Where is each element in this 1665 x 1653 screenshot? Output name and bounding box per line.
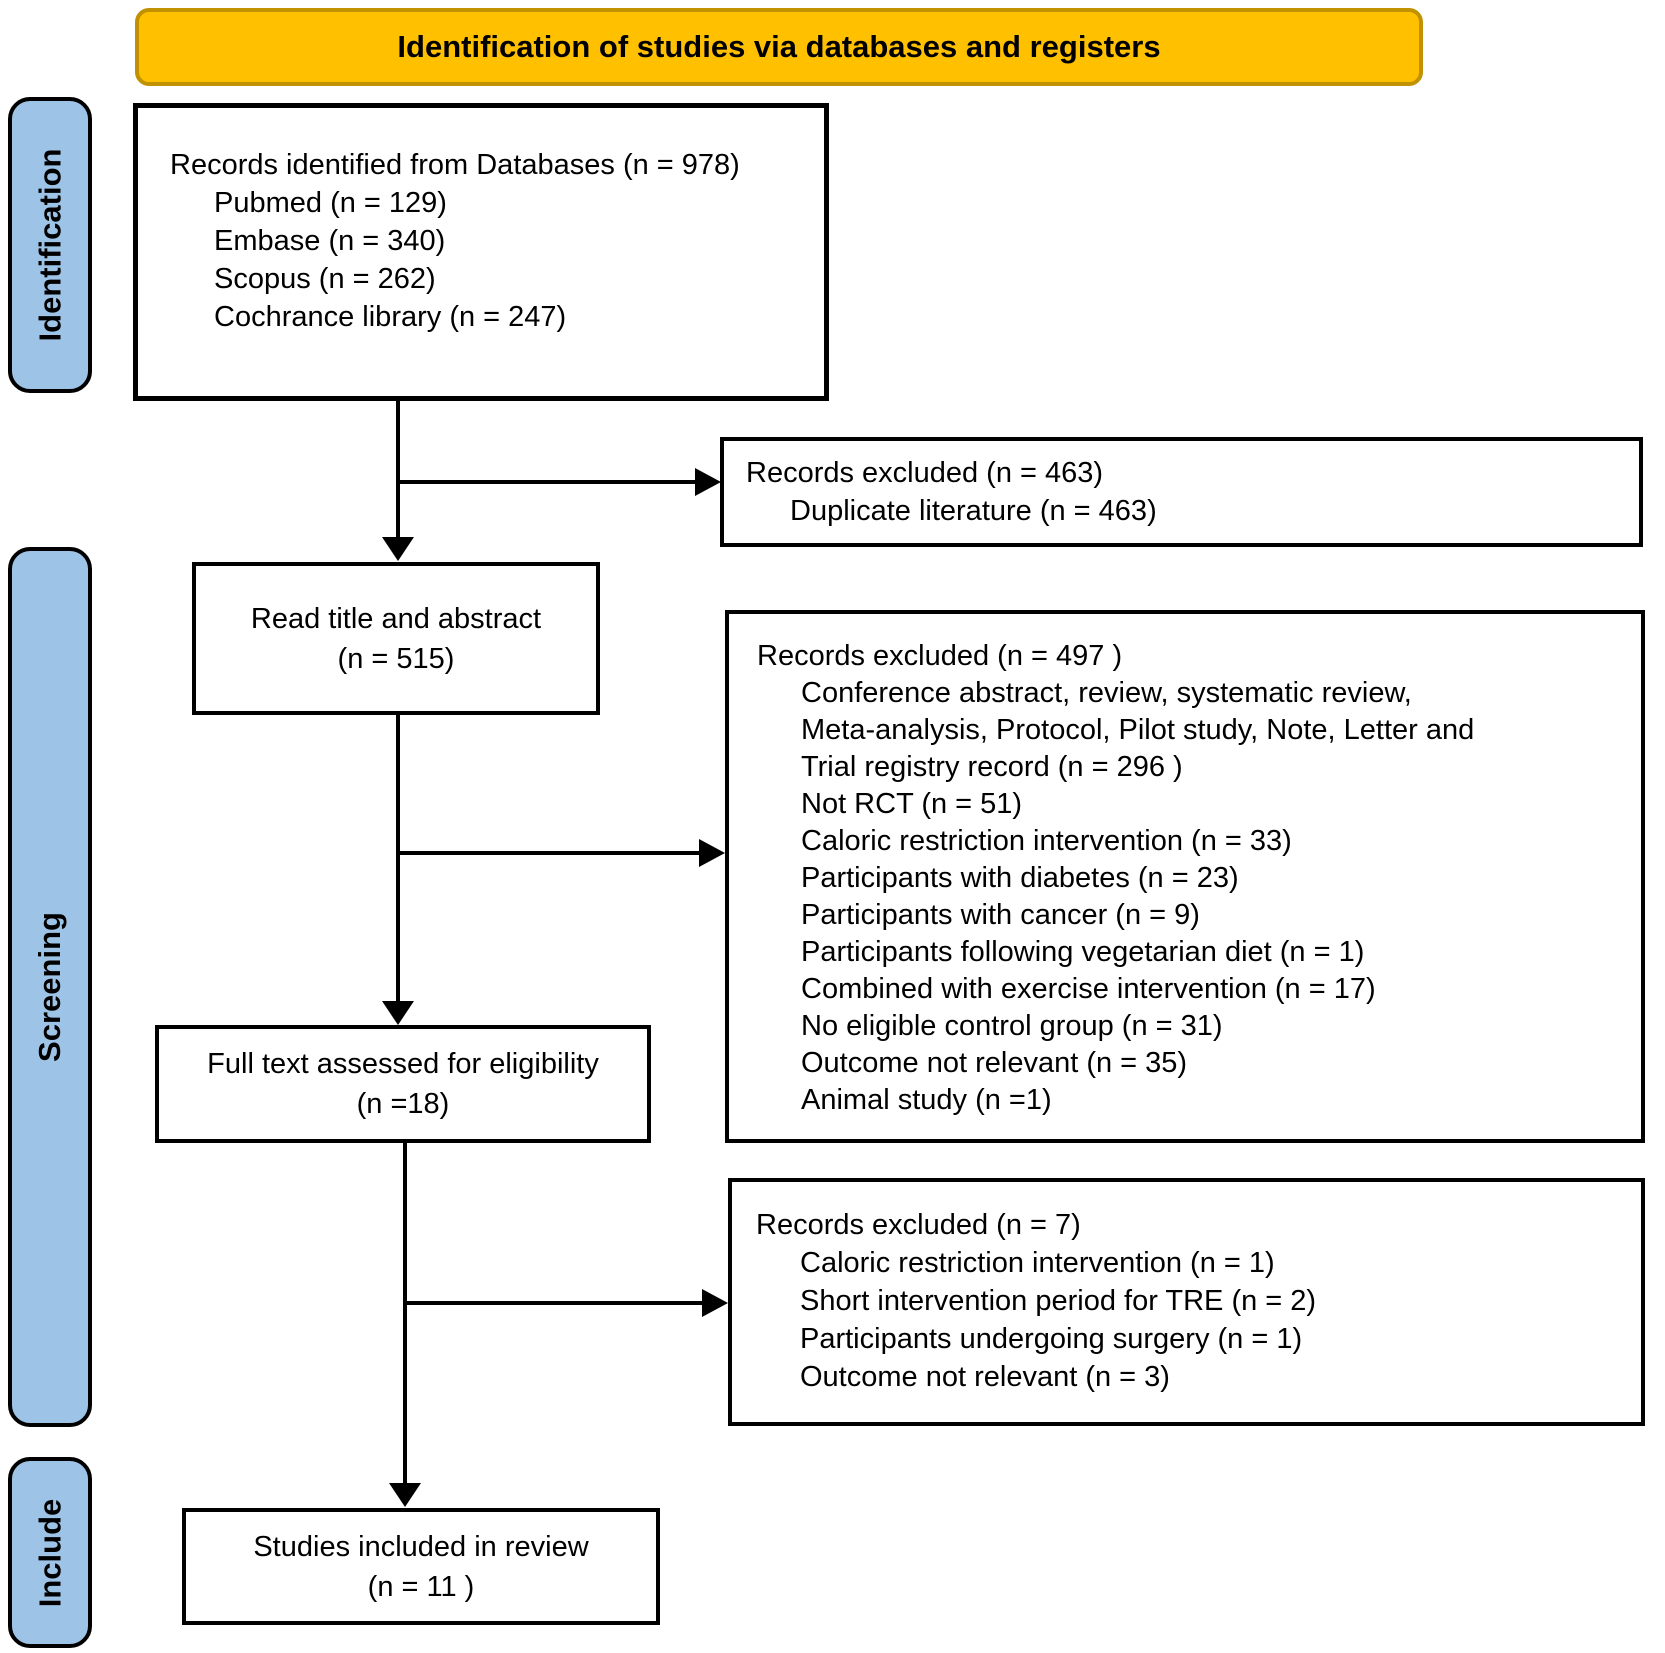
stage-identification-label: Identification — [32, 148, 68, 342]
ft-excluded-surgery: Participants undergoing surgery (n = 1) — [800, 1323, 1303, 1355]
database-count-cochrane: Cochrance library (n = 247) — [214, 301, 567, 333]
connector-title-abstract-down — [396, 713, 400, 1003]
connector-full-text-down — [403, 1141, 407, 1485]
excluded-reason-diabetes: Participants with diabetes (n = 23) — [801, 862, 1239, 894]
arrowhead-to-full-text-exclusions — [702, 1289, 728, 1317]
connector-to-screening-exclusions — [398, 851, 700, 855]
excluded-reason-no-control: No eligible control group (n = 31) — [801, 1010, 1223, 1042]
title-abstract-box: Read title and abstract (n = 515) — [192, 562, 600, 715]
arrowhead-to-duplicates — [695, 468, 721, 496]
database-count-scopus: Scopus (n = 262) — [214, 263, 436, 295]
connector-to-duplicates — [398, 480, 696, 484]
ft-excluded-short-period: Short intervention period for TRE (n = 2… — [800, 1285, 1317, 1317]
excluded-duplicates-title: Records excluded (n = 463) — [746, 457, 1104, 489]
excluded-screening-title: Records excluded (n = 497 ) — [757, 640, 1123, 672]
ft-excluded-caloric-restriction: Caloric restriction intervention (n = 1) — [800, 1247, 1275, 1279]
excluded-reason-outcome: Outcome not relevant (n = 35) — [801, 1047, 1188, 1079]
excluded-reason-exercise: Combined with exercise intervention (n =… — [801, 973, 1376, 1005]
stage-include-label: Include — [32, 1498, 68, 1607]
excluded-reason-vegetarian: Participants following vegetarian diet (… — [801, 936, 1365, 968]
excluded-reason-publication-types: Conference abstract, review, systematic … — [801, 677, 1475, 783]
stage-identification: Identification — [8, 97, 92, 393]
excluded-reason-caloric-restriction: Caloric restriction intervention (n = 33… — [801, 825, 1292, 857]
studies-included-box: Studies included in review (n = 11 ) — [182, 1508, 660, 1625]
connector-to-full-text-exclusions — [405, 1301, 703, 1305]
arrowhead-to-title-abstract — [382, 537, 414, 561]
excluded-reason-cancer: Participants with cancer (n = 9) — [801, 899, 1200, 931]
records-excluded-duplicates-box: Records excluded (n = 463) Duplicate lit… — [720, 437, 1643, 547]
connector-identified-down — [396, 399, 400, 539]
records-identified-title: Records identified from Databases (n = 9… — [170, 149, 740, 181]
records-identified-box: Records identified from Databases (n = 9… — [133, 103, 829, 401]
arrowhead-to-full-text — [382, 1001, 414, 1025]
title-abstract-label: Read title and abstract — [250, 602, 542, 635]
title-abstract-count: (n = 515) — [337, 642, 455, 675]
database-count-pubmed: Pubmed (n = 129) — [214, 187, 447, 219]
diagram-title-banner: Identification of studies via databases … — [135, 8, 1423, 86]
database-count-embase: Embase (n = 340) — [214, 225, 446, 257]
records-excluded-full-text-box: Records excluded (n = 7) Caloric restric… — [728, 1178, 1645, 1426]
diagram-title: Identification of studies via databases … — [397, 29, 1161, 64]
studies-included-count: (n = 11 ) — [367, 1570, 475, 1603]
excluded-reason-animal: Animal study (n =1) — [801, 1084, 1052, 1116]
excluded-full-text-title: Records excluded (n = 7) — [756, 1209, 1081, 1241]
excluded-duplicates-reason: Duplicate literature (n = 463) — [790, 495, 1157, 527]
stage-screening-label: Screening — [32, 912, 68, 1062]
stage-include: Include — [8, 1457, 92, 1648]
full-text-count: (n =18) — [356, 1088, 450, 1120]
ft-excluded-outcome: Outcome not relevant (n = 3) — [800, 1361, 1170, 1393]
excluded-reason-not-rct: Not RCT (n = 51) — [801, 788, 1023, 820]
studies-included-label: Studies included in review — [253, 1530, 589, 1563]
arrowhead-to-screening-exclusions — [699, 839, 725, 867]
records-excluded-screening-box: Records excluded (n = 497 ) Conference a… — [725, 610, 1645, 1143]
full-text-label: Full text assessed for eligibility — [207, 1048, 599, 1080]
stage-screening: Screening — [8, 547, 92, 1427]
full-text-box: Full text assessed for eligibility (n =1… — [155, 1025, 651, 1143]
arrowhead-to-included — [389, 1483, 421, 1507]
